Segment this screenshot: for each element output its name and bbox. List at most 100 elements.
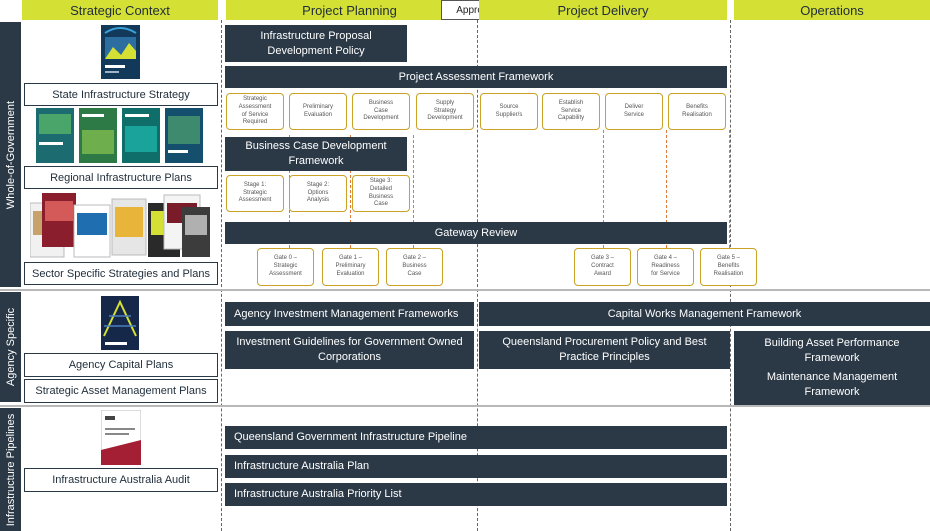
gate-line: Realisation: [713, 270, 744, 277]
pa-step-line: Establish: [558, 99, 584, 106]
infrastructure-proposal-policy: Infrastructure Proposal Development Poli…: [225, 25, 407, 62]
qld-infrastructure-pipeline: Queensland Government Infrastructure Pip…: [225, 426, 727, 449]
pa-step-line: Strategic: [243, 95, 267, 102]
pa-step-line: Capability: [557, 115, 585, 122]
pa-step-line: Preliminary: [302, 103, 333, 110]
gate-line: Readiness: [651, 263, 680, 270]
gate-line: Gate 0 –: [273, 255, 297, 262]
gate-line: Strategic: [273, 263, 298, 270]
capital-works-framework: Capital Works Management Framework: [479, 302, 930, 326]
bc-stage-line: Strategic: [243, 189, 267, 196]
gate-line: Gate 2 –: [402, 255, 426, 262]
bc-stage-line: Detailed: [369, 185, 392, 192]
regional-infrastructure-plans-label: Regional Infrastructure Plans: [24, 166, 218, 189]
pa-step-line: Source: [499, 103, 519, 110]
divider-strategic: [221, 20, 222, 531]
infrastructure-australia-plan: Infrastructure Australia Plan: [225, 455, 727, 478]
section-whole-of-government-label: Whole-of-Government: [4, 100, 17, 209]
investment-guidelines-line1: Investment Guidelines for Government Own…: [236, 336, 463, 349]
procurement-line2: Practice Principles: [559, 351, 650, 363]
infrastructure-australia-priority-list: Infrastructure Australia Priority List: [225, 483, 727, 506]
section-infrastructure-pipelines: Infrastructure Pipelines: [0, 408, 21, 531]
section-agency-specific-label: Agency Specific: [4, 307, 17, 387]
procurement-line1: Queensland Procurement Policy and Best: [502, 336, 707, 349]
gateway-review: Gateway Review: [225, 222, 727, 244]
bc-stage-line: Analysis: [306, 197, 330, 204]
connector-gate4: [666, 130, 667, 248]
infrastructure-proposal-policy-line2: Development Policy: [267, 44, 365, 57]
building-asset-line1: Building Asset Performance: [764, 337, 900, 350]
section-divider-1: [0, 289, 930, 291]
gate-line: for Service: [651, 270, 680, 277]
pa-step-line: Required: [242, 119, 268, 126]
pa-step-line: Development: [427, 115, 463, 122]
bc-stage-line: Assessment: [238, 197, 272, 204]
agency-capital-cover: [101, 296, 139, 350]
gate-line: Contract: [591, 263, 614, 270]
pa-step-line: of Service: [241, 111, 269, 118]
pa-step-line: Service: [560, 107, 581, 114]
investment-guidelines-gocs: Investment Guidelines for Government Own…: [225, 331, 474, 369]
gate-line: Business: [402, 263, 427, 270]
operations-frameworks-block: Building Asset Performance Framework Mai…: [734, 331, 930, 405]
connector-gate3: [603, 130, 604, 248]
pa-step-line: Supplier/s: [495, 111, 523, 118]
agency-capital-plans-label: Agency Capital Plans: [24, 353, 218, 377]
bc-stage-line: Options: [307, 189, 329, 196]
gate-line: Award: [594, 270, 611, 277]
business-case-framework-line1: Business Case Development: [245, 140, 387, 153]
gate-line: Case: [407, 270, 422, 277]
state-infrastructure-strategy-label: State Infrastructure Strategy: [24, 83, 218, 106]
connector-stage2-gate1: [350, 135, 351, 248]
building-asset-framework: Building Asset Performance Framework: [764, 336, 899, 366]
pa-step-line: Assessment: [238, 103, 272, 110]
pa-step-line: Case: [373, 107, 388, 114]
queensland-procurement-policy: Queensland Procurement Policy and Best P…: [479, 331, 730, 369]
project-assessment-framework: Project Assessment Framework: [225, 66, 727, 88]
infrastructure-australia-audit-label: Infrastructure Australia Audit: [24, 468, 218, 492]
gate-line: Benefits: [717, 263, 740, 270]
section-infrastructure-pipelines-label: Infrastructure Pipelines: [4, 413, 17, 526]
bc-stage-line: Stage 1:: [243, 181, 267, 188]
divider-approval: [477, 20, 478, 531]
maintenance-framework: Maintenance Management Framework: [767, 370, 897, 400]
gate-line: Gate 4 –: [653, 255, 677, 262]
maintenance-line1: Maintenance Management: [766, 371, 898, 384]
pa-step-line: Strategy: [433, 107, 457, 114]
header-project-delivery: Project Delivery: [479, 0, 727, 20]
state-strategy-cover: [101, 25, 140, 79]
header-strategic-context: Strategic Context: [22, 0, 218, 20]
section-agency-specific: Agency Specific: [0, 292, 21, 402]
ia-audit-cover: [101, 410, 141, 465]
pa-step-line: Supply: [435, 99, 455, 106]
bc-stage-line: Stage 2:: [306, 181, 330, 188]
investment-guidelines-line2: Corporations: [318, 351, 381, 363]
agency-investment-frameworks: Agency Investment Management Frameworks: [225, 302, 474, 326]
